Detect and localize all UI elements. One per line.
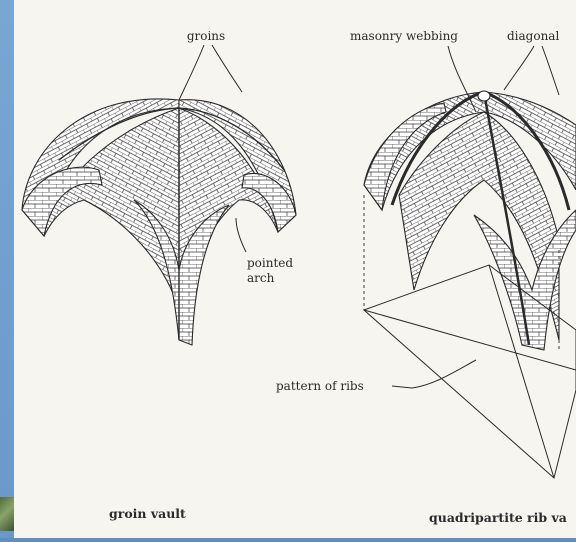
rib-vault-drawing [364,91,576,350]
leader-groins-a [179,45,204,100]
leader-pattern-of-ribs [392,360,476,388]
groin-vault-drawing [22,99,296,345]
label-pattern-of-ribs: pattern of ribs [276,379,364,393]
vault-diagram: groins pointed arch masonry webbing diag… [14,0,576,538]
caption-groin-vault: groin vault [109,506,186,521]
label-masonry-webbing: masonry webbing [350,29,458,43]
leader-pointed-arch [236,218,246,252]
caption-quadripartite-rib-vault: quadripartite rib va [429,510,567,525]
label-groins: groins [187,29,225,43]
boss [478,91,490,101]
label-pointed-arch-1: pointed [247,256,293,270]
label-pointed-arch-2: arch [247,271,275,285]
diagram-page: groins pointed arch masonry webbing diag… [14,0,576,538]
leader-groins-b [212,45,242,92]
thumbnail-image[interactable] [0,497,14,531]
label-diagonal: diagonal [507,29,559,43]
leader-diagonal-a [504,46,534,90]
leader-diagonal-b [542,46,559,95]
